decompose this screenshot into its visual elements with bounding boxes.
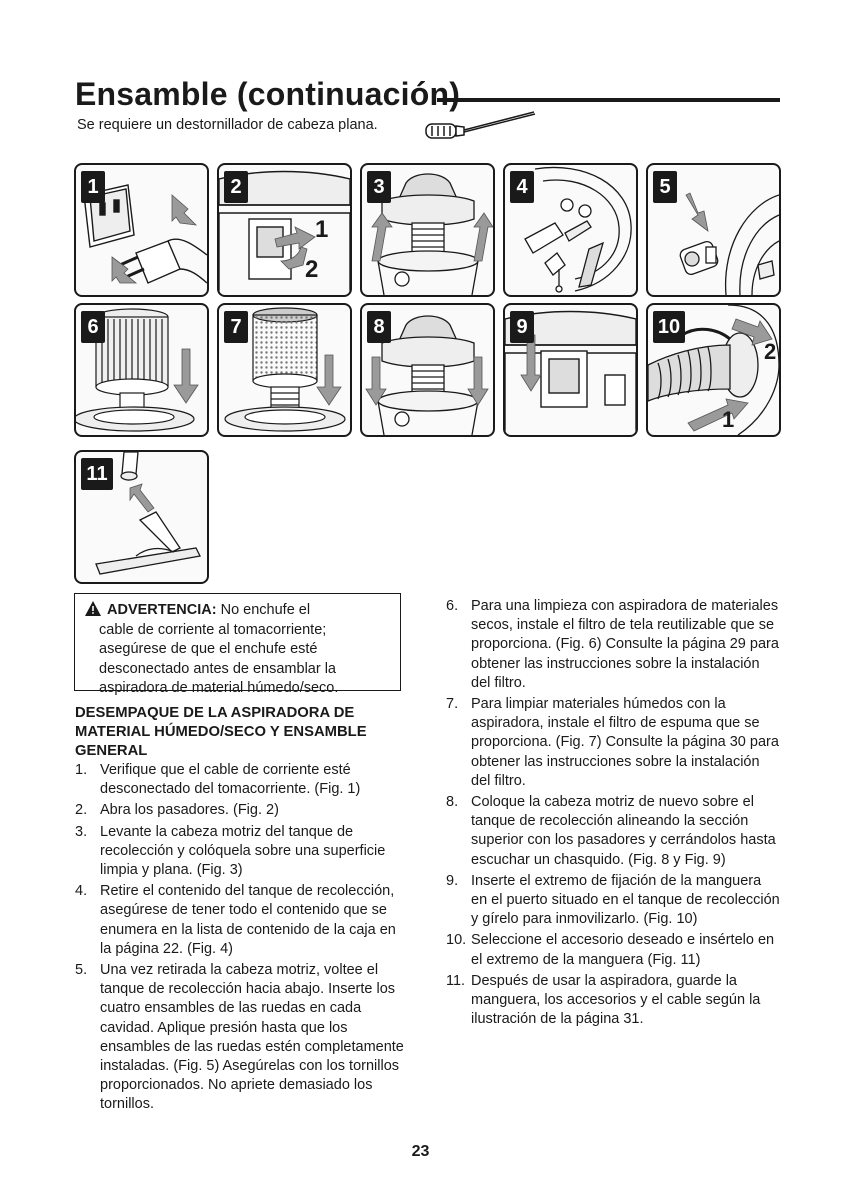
warning-triangle-icon [85, 601, 101, 616]
figure-10: 10 2 1 [646, 303, 781, 437]
list-item: 5.Una vez retirada la cabeza motriz, vol… [75, 962, 404, 1113]
figure-9: 9 [503, 303, 638, 437]
page-title: Ensamble (continuación) [75, 76, 461, 112]
figure-8: 8 [360, 303, 495, 437]
figure-number: 2 [224, 171, 248, 203]
hose-attach-illustration: 2 1 [648, 305, 779, 435]
list-item: 2.Abra los pasadores. (Fig. 2) [75, 802, 279, 819]
list-item: 4.Retire el contenido del tanque de reco… [75, 883, 396, 957]
title-rule [437, 98, 780, 102]
steps-list-left: 1.Verifique que el cable de corriente es… [75, 761, 410, 1117]
figure-3: 3 [360, 163, 495, 297]
accessory-attach-illustration [95, 452, 201, 575]
list-item: 3.Levante la cabeza motriz del tanque de… [75, 823, 386, 879]
warning-heading: ADVERTENCIA: [107, 602, 217, 618]
close-latch-illustration [505, 310, 636, 435]
figure-number: 5 [653, 171, 677, 203]
lift-powerhead-illustration [371, 173, 493, 295]
figure-number: 3 [367, 171, 391, 203]
warning-body: cable de corriente al tomacorriente; ase… [99, 621, 339, 697]
figure-6: 6 [74, 303, 209, 437]
figure-number: 6 [81, 311, 105, 343]
figure-7: 7 [217, 303, 352, 437]
figure-callout: 2 [764, 339, 776, 364]
cloth-filter-illustration [76, 308, 199, 432]
list-item: 6.Para una limpieza con aspiradora de ma… [446, 598, 779, 691]
figure-callout: 1 [722, 407, 734, 432]
list-item: 7.Para limpiar materiales húmedos con la… [446, 696, 779, 789]
figure-number: 1 [81, 171, 105, 203]
title-row: Ensamble (continuación) [75, 76, 780, 116]
section-heading: DESEMPAQUE DE LA ASPIRADORA DE MATERIAL … [75, 705, 367, 759]
warning-lead: No enchufe el [220, 602, 311, 618]
figure-2: 2 1 2 [217, 163, 352, 297]
list-item: 8.Coloque la cabeza motriz de nuevo sobr… [446, 794, 776, 868]
figure-number: 7 [224, 311, 248, 343]
screwdriver-icon [425, 111, 536, 139]
figure-number: 10 [653, 311, 685, 343]
figure-5: 5 [646, 163, 781, 297]
reattach-powerhead-illustration [365, 315, 489, 435]
list-item: 9.Inserte el extremo de fijación de la m… [446, 872, 780, 928]
steps-list-right: 6.Para una limpieza con aspiradora de ma… [446, 597, 781, 1031]
tank-contents-illustration [524, 166, 632, 293]
plug-outlet-illustration [83, 184, 207, 284]
subtitle: Se requiere un destornillador de cabeza … [77, 117, 378, 133]
foam-filter-illustration [224, 307, 346, 432]
list-item: 11.Después de usar la aspiradora, guarde… [446, 972, 761, 1028]
list-item: 10.Seleccione el accesorio deseado e ins… [446, 932, 775, 968]
figure-4: 4 [503, 163, 638, 297]
caster-install-illustration [679, 192, 779, 295]
page-number: 23 [411, 1143, 430, 1160]
figure-number: 8 [367, 311, 391, 343]
figure-1: 1 [74, 163, 209, 297]
figure-number: 11 [81, 458, 113, 490]
list-item: 1.Verifique que el cable de corriente es… [75, 762, 361, 798]
figure-number: 4 [510, 171, 534, 203]
warning-box: ADVERTENCIA: No enchufe el cable de corr… [74, 593, 401, 696]
figure-callout: 1 [315, 216, 328, 243]
figure-11: 11 [74, 450, 209, 584]
figure-callout: 2 [305, 256, 318, 283]
latch-illustration: 1 2 [219, 170, 350, 295]
figure-number: 9 [510, 311, 534, 343]
